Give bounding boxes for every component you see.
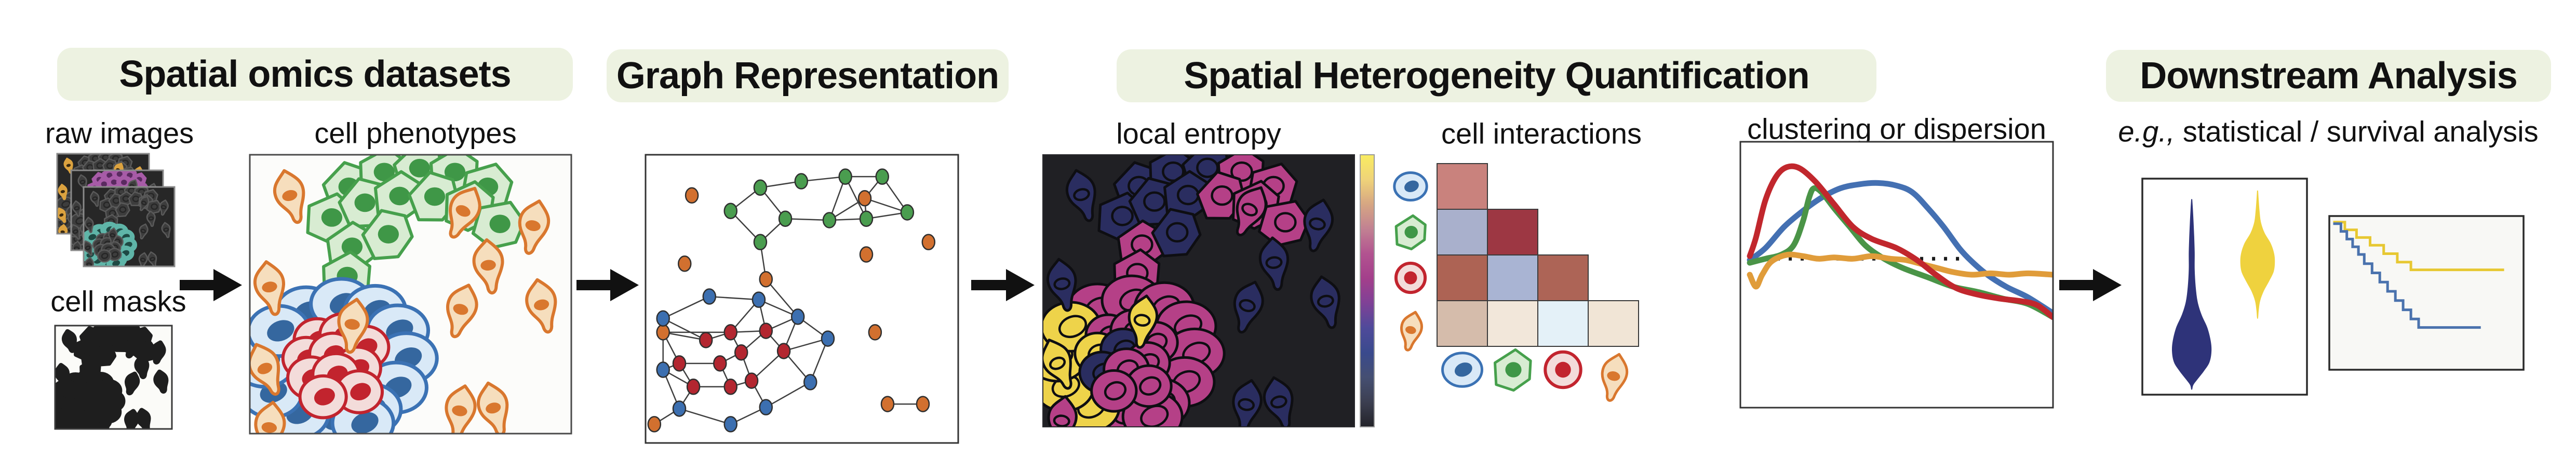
graph-node-orange (759, 271, 773, 288)
matrix-row-icon-green-cell (1394, 214, 1427, 250)
section-title: Spatial omics datasets (119, 53, 511, 95)
graph-node-red (723, 379, 737, 395)
graph-node-blue (656, 310, 670, 327)
matrix-row-icon-blue-cell (1393, 171, 1428, 202)
interaction-cell-3-2 (1537, 300, 1589, 347)
survival-curve-blue (2333, 222, 2481, 329)
graph-panel (645, 154, 959, 444)
graph-node-green (723, 203, 737, 219)
flow-arrow (180, 269, 242, 301)
graph-node-green (822, 212, 837, 228)
survival-plot-panel (2328, 215, 2525, 371)
graph-node-orange (921, 234, 936, 250)
dispersion-curve-red (1747, 163, 2053, 320)
matrix-col-icon-blue-cell (1441, 352, 1483, 388)
graph-node-red (699, 332, 713, 348)
graph-node-green (753, 179, 768, 196)
graph-node-blue (723, 416, 737, 433)
graph-node-blue (759, 399, 773, 415)
interaction-cell-3-3 (1588, 300, 1639, 347)
local-entropy-panel (1042, 154, 1355, 427)
cell-masks-panel (54, 325, 173, 430)
graph-node-red (744, 372, 759, 389)
graph-node-blue (821, 330, 835, 347)
graph-node-blue (752, 291, 766, 308)
graph-node-green (900, 204, 915, 221)
violin-yellow (2240, 190, 2275, 319)
graph-node-orange (859, 246, 874, 263)
entropy-colorbar (1360, 154, 1375, 427)
graph-node-orange (656, 324, 670, 341)
graph-node-red (713, 355, 727, 372)
graph-node-orange (685, 187, 699, 204)
raw-image-layer-3 (83, 186, 176, 267)
label-local-entropy: local entropy (1116, 117, 1281, 150)
section-header-graph-representation: Graph Representation (607, 49, 1009, 102)
graph-node-blue (672, 400, 687, 417)
section-header-spatial-heterogeneity-quantification: Spatial Heterogeneity Quantification (1117, 49, 1876, 102)
graph-node-blue (790, 308, 805, 325)
matrix-row-icon-orange-cell (1400, 311, 1424, 352)
section-title: Downstream Analysis (2140, 55, 2518, 97)
label-eg-rest: statistical / survival analysis (2175, 115, 2539, 148)
label-downstream-example: e.g., statistical / survival analysis (2118, 115, 2538, 149)
graph-node-green (753, 234, 768, 250)
graph-node-red (759, 322, 773, 339)
graph-node-orange (916, 396, 930, 412)
matrix-row-icon-red-cell (1394, 261, 1427, 294)
flow-arrow (576, 269, 639, 301)
cell-interactions-matrix (1393, 163, 1639, 402)
graph-node-orange (678, 255, 692, 272)
survival-curve-yellow (2333, 221, 2504, 272)
matrix-col-icon-orange-cell (1601, 353, 1629, 402)
interaction-cell-2-2 (1537, 254, 1589, 301)
graph-node-green (794, 173, 809, 190)
label-cell-interactions: cell interactions (1441, 117, 1642, 150)
label-eg-italic: e.g., (2118, 115, 2175, 148)
clustering-dispersion-chart (1739, 141, 2054, 409)
graph-node-blue (702, 288, 717, 305)
section-title: Graph Representation (616, 55, 999, 97)
graph-node-green (859, 210, 874, 227)
matrix-col-icon-green-cell (1494, 348, 1532, 392)
label-clustering-or-dispersion: clustering or dispersion (1747, 112, 2046, 145)
graph-node-green (838, 168, 852, 185)
flow-arrow (2059, 269, 2122, 301)
interaction-cell-1-1 (1487, 209, 1538, 255)
violin-plot-panel (2141, 178, 2308, 396)
cell-phenotypes-panel (249, 154, 572, 435)
interaction-cell-0-0 (1437, 163, 1488, 210)
label-cell-phenotypes: cell phenotypes (314, 116, 517, 150)
graph-node-blue (803, 374, 817, 391)
section-header-downstream-analysis: Downstream Analysis (2106, 50, 2551, 102)
interaction-cell-1-0 (1437, 209, 1488, 255)
graph-node-red (672, 355, 687, 372)
graph-node-orange (868, 324, 882, 341)
graph-node-blue (656, 361, 670, 378)
section-title: Spatial Heterogeneity Quantification (1184, 55, 1809, 97)
graph-node-red (734, 344, 748, 361)
label-cell-masks: cell masks (50, 285, 186, 318)
graph-node-red (723, 324, 737, 341)
graph-node-green (778, 210, 793, 227)
graph-node-orange (857, 190, 872, 207)
graph-node-red (776, 343, 791, 359)
graph-node-orange (647, 416, 662, 433)
section-header-spatial-omics-datasets: Spatial omics datasets (57, 48, 573, 101)
graph-node-orange (880, 396, 895, 412)
violin-navy (2171, 199, 2212, 390)
label-raw-images: raw images (45, 116, 194, 150)
interaction-cell-2-1 (1487, 254, 1538, 301)
interaction-cell-3-0 (1437, 300, 1488, 347)
dispersion-curve-orange (1747, 251, 2053, 290)
graph-node-green (875, 168, 889, 185)
graph-node-red (686, 379, 701, 395)
matrix-col-icon-red-cell (1544, 350, 1582, 389)
interaction-cell-3-1 (1487, 300, 1538, 347)
interaction-cell-2-0 (1437, 254, 1488, 301)
flow-arrow (971, 269, 1035, 301)
raw-images-stack (56, 153, 176, 267)
